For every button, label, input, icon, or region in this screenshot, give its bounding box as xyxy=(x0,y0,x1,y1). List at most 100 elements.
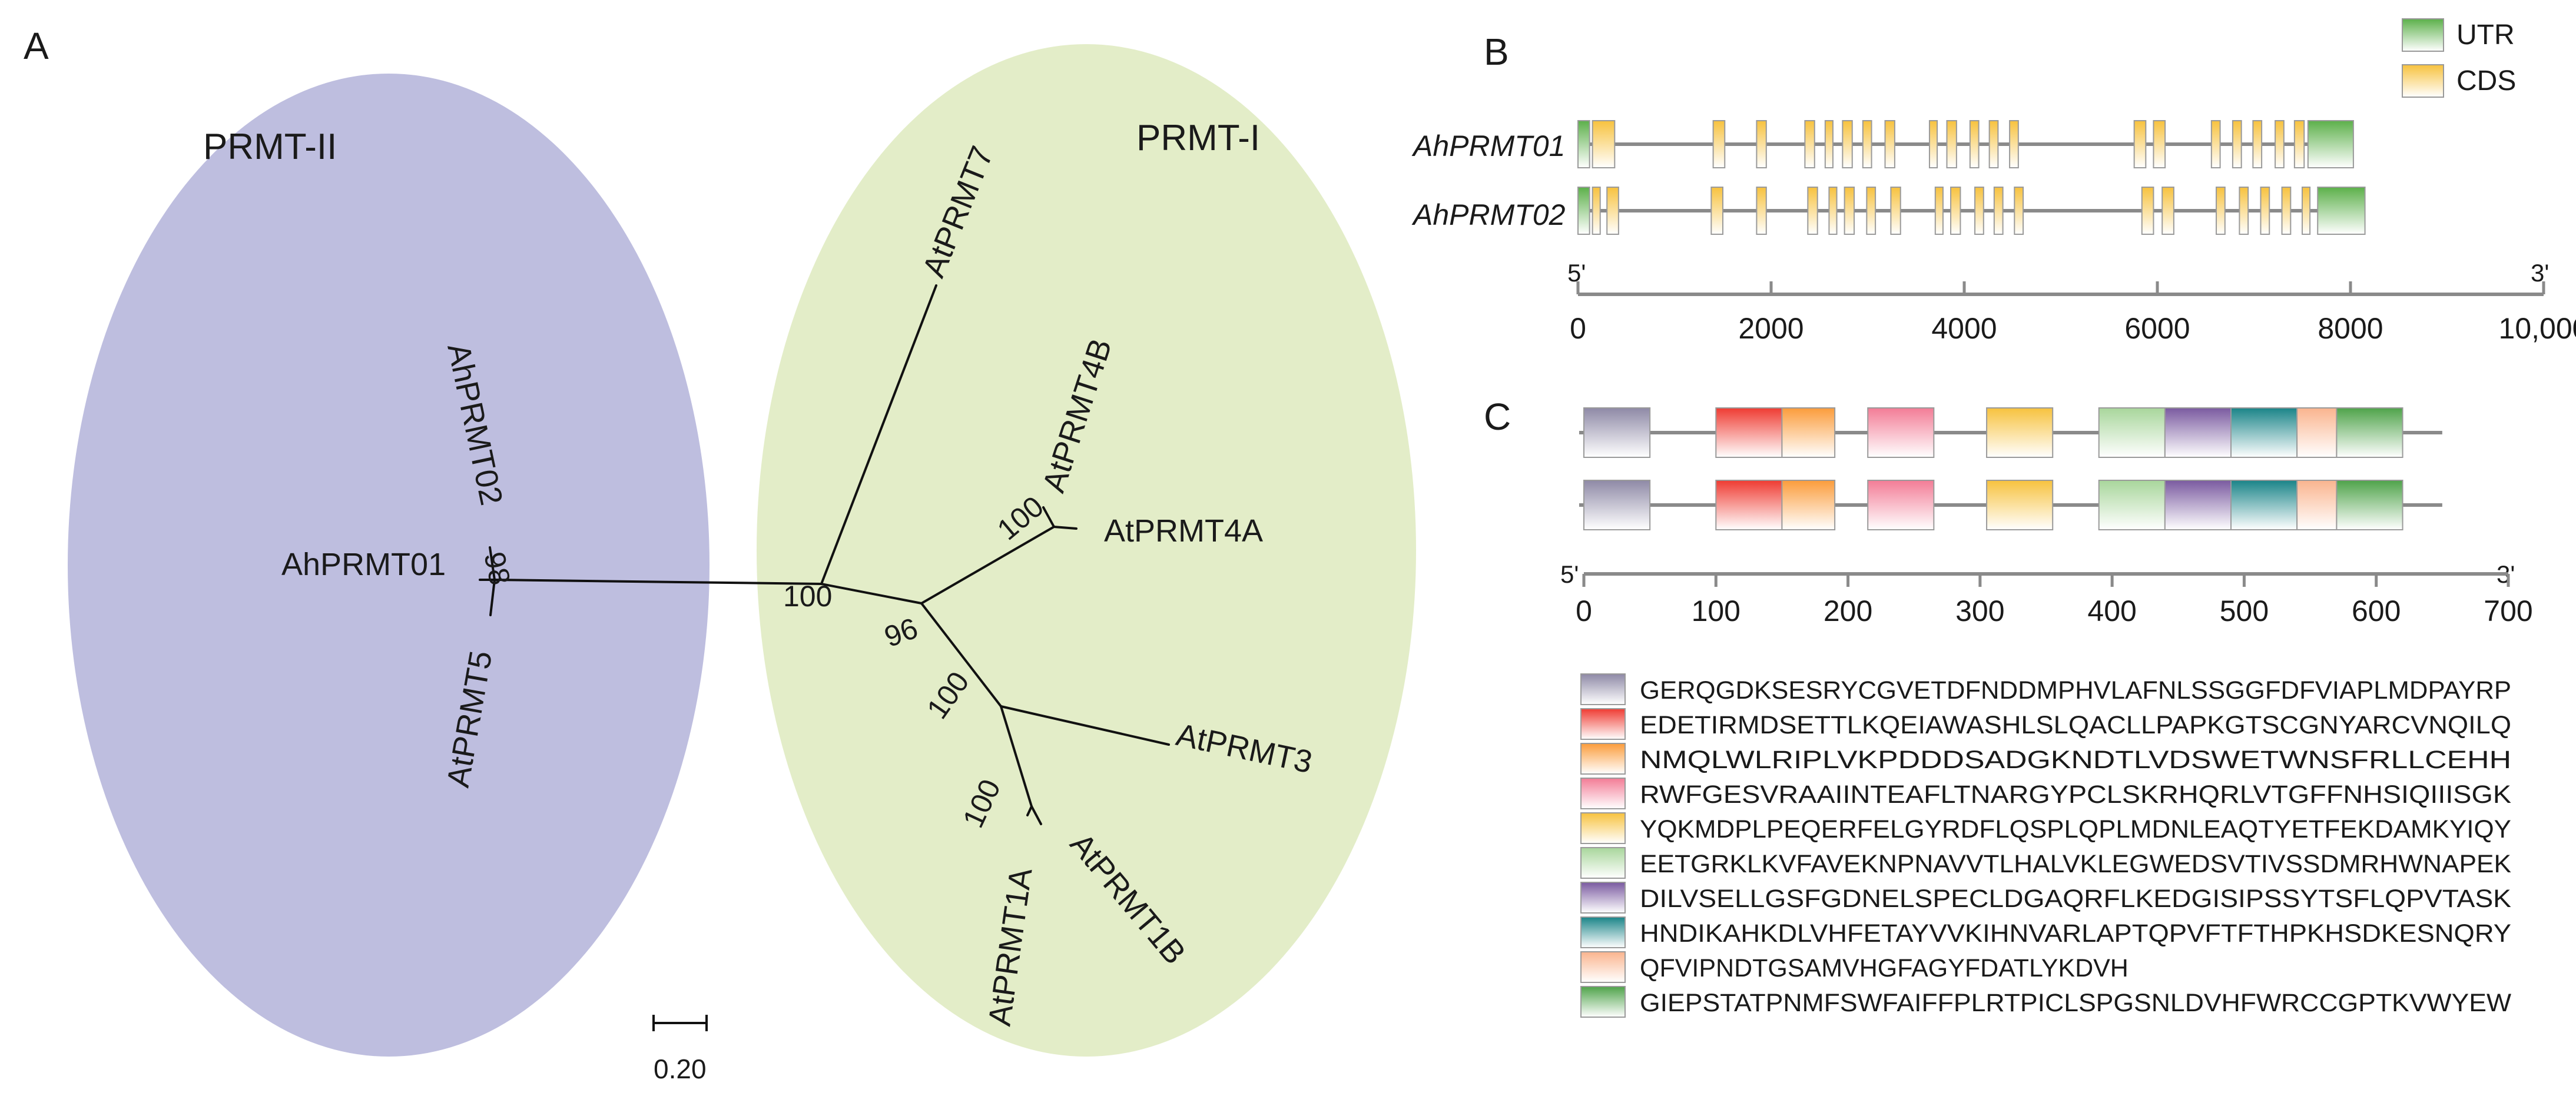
axis-tick-label: 600 xyxy=(2352,595,2401,627)
motif-box xyxy=(1867,480,1935,530)
cds-exon xyxy=(1592,187,1601,235)
clade-prmt1-label: PRMT-I xyxy=(1136,118,1260,158)
motif-legend-sequence: EDETIRMDSETTLKQEIAWASHLSLQACLLPAPKGTSCGN… xyxy=(1640,711,2511,739)
panel-a-letter: A xyxy=(24,25,49,67)
branch-atprmt4 xyxy=(920,526,1055,605)
cds-exon xyxy=(2210,120,2221,168)
cds-exon xyxy=(1928,120,1938,168)
legend-swatch-utr xyxy=(2402,18,2444,52)
motif-box xyxy=(1781,407,1836,458)
cds-exon xyxy=(1993,187,2004,235)
axis-end-label: 3' xyxy=(2531,259,2549,287)
motif-box xyxy=(1583,480,1651,530)
motif-box xyxy=(2230,480,2298,530)
cds-exon xyxy=(1884,120,1895,168)
cds-exon xyxy=(1950,187,1961,235)
cds-exon xyxy=(2009,120,2019,168)
cds-exon xyxy=(1934,187,1944,235)
cds-exon xyxy=(1946,120,1957,168)
gene-structure-legend: UTR CDS xyxy=(2402,18,2516,98)
cds-exon xyxy=(2293,120,2305,168)
cds-exon xyxy=(2260,187,2270,235)
axis-tick-label: 8000 xyxy=(2318,312,2383,345)
cds-exon xyxy=(1988,120,1999,168)
axis-tick-label: 4000 xyxy=(1931,312,1997,345)
motif-box xyxy=(2164,407,2232,458)
leaf-label: AtPRMT4A xyxy=(1104,513,1263,549)
cds-exon xyxy=(2153,120,2166,168)
motif-legend-swatch xyxy=(1580,882,1626,914)
cds-exon xyxy=(2239,187,2249,235)
cds-exon xyxy=(2014,187,2024,235)
cds-exon xyxy=(2232,120,2242,168)
axis-tick-label: 0 xyxy=(1576,595,1592,627)
gene-name: AhPRMT02 xyxy=(1411,198,1566,231)
branch-node96 xyxy=(820,583,923,605)
axis-tick-label: 500 xyxy=(2220,595,2269,627)
branch-ahprmt02 xyxy=(489,546,496,581)
motif-box xyxy=(2336,480,2403,530)
clade-prmt2-label: PRMT-II xyxy=(203,127,337,167)
axis-tick-label: 6000 xyxy=(2124,312,2190,345)
panel-b-letter: B xyxy=(1484,31,1509,73)
axis-tick-label: 0 xyxy=(1570,312,1586,345)
motif-legend-swatch xyxy=(1580,951,1626,983)
motif-legend-sequence: DILVSELLGSFGDNELSPECLDGAQRFLKEDGISIPSSYT… xyxy=(1640,885,2511,913)
axis-tick-label: 700 xyxy=(2484,595,2532,627)
cds-exon xyxy=(1866,187,1877,235)
axis-tick-label: 2000 xyxy=(1738,312,1803,345)
motif-legend-swatch xyxy=(1580,743,1626,775)
gene-name: AhPRMT01 xyxy=(1411,129,1565,162)
cds-exon xyxy=(1828,187,1838,235)
utr-segment xyxy=(2307,120,2354,168)
cds-exon xyxy=(1712,120,1726,168)
cds-exon xyxy=(2216,187,2226,235)
motif-legend-swatch xyxy=(1580,847,1626,879)
motif-legend: GERQGDKSESRYCGVETDFNDDMPHVLAFNLSSGGFDFVI… xyxy=(1580,673,2511,1018)
motif-box xyxy=(1583,407,1651,458)
axis-start-label: 5' xyxy=(1560,560,1579,588)
motif-box xyxy=(2098,407,2166,458)
branch-atprmt3 xyxy=(1000,705,1170,746)
motif-legend-sequence: NMQLWLRIPLVKPDDDSADGKNDTLVDSWETWNSFRLLCE… xyxy=(1640,746,2511,774)
legend-label-utr: UTR xyxy=(2456,19,2515,51)
motif-legend-swatch xyxy=(1580,778,1626,809)
clade-prmt1-region xyxy=(757,44,1416,1057)
motif-box xyxy=(1715,480,1783,530)
motif-tracks xyxy=(1579,407,2442,530)
motif-legend-sequence: GIEPSTATPNMFSWFAIFFPLRTPICLSPGSNLDVHFWRC… xyxy=(1640,989,2511,1017)
axis-tick-label: 300 xyxy=(1955,595,2004,627)
tree-branches xyxy=(479,284,1170,825)
clade-prmt2-region xyxy=(68,74,710,1057)
branch-atprmt1a xyxy=(1026,805,1033,816)
motif-box xyxy=(2098,480,2166,530)
motif-box xyxy=(1867,407,1935,458)
cds-exon xyxy=(1824,120,1834,168)
utr-segment xyxy=(1577,120,1590,168)
motif-legend-sequence: EETGRKLKVFAVEKNPNAVVTLHALVKLEGWEDSVTIVSS… xyxy=(1640,850,2511,878)
branch-root xyxy=(493,579,823,585)
cds-exon xyxy=(1974,187,1984,235)
cds-exon xyxy=(2302,187,2311,235)
utr-segment xyxy=(1577,187,1590,235)
cds-exon xyxy=(1756,187,1767,235)
motif-box xyxy=(2164,480,2232,530)
motif-legend-swatch xyxy=(1580,916,1626,948)
motif-legend-sequence: QFVIPNDTGSAMVHGFAGYFDATLYKDVH xyxy=(1640,954,2129,982)
motif-legend-sequence: RWFGESVRAAIINTEAFLTNARGYPCLSKRHQRLVTGFFN… xyxy=(1640,781,2511,809)
cds-exon xyxy=(1890,187,1901,235)
motif-legend-sequence: GERQGDKSESRYCGVETDFNDDMPHVLAFNLSSGGFDFVI… xyxy=(1640,676,2511,705)
motif-box xyxy=(2336,407,2403,458)
branch-atprmt1 xyxy=(1000,705,1033,808)
branch-atprmt4a xyxy=(1053,526,1078,530)
gene-tracks xyxy=(1577,120,2366,235)
branch-atprmt1b xyxy=(1030,805,1042,825)
cds-exon xyxy=(1842,120,1853,168)
leaf-label: AhPRMT01 xyxy=(281,547,446,582)
scale-bar-label: 0.20 xyxy=(654,1054,707,1084)
motif-box xyxy=(1986,480,2054,530)
cds-exon xyxy=(2252,120,2263,168)
